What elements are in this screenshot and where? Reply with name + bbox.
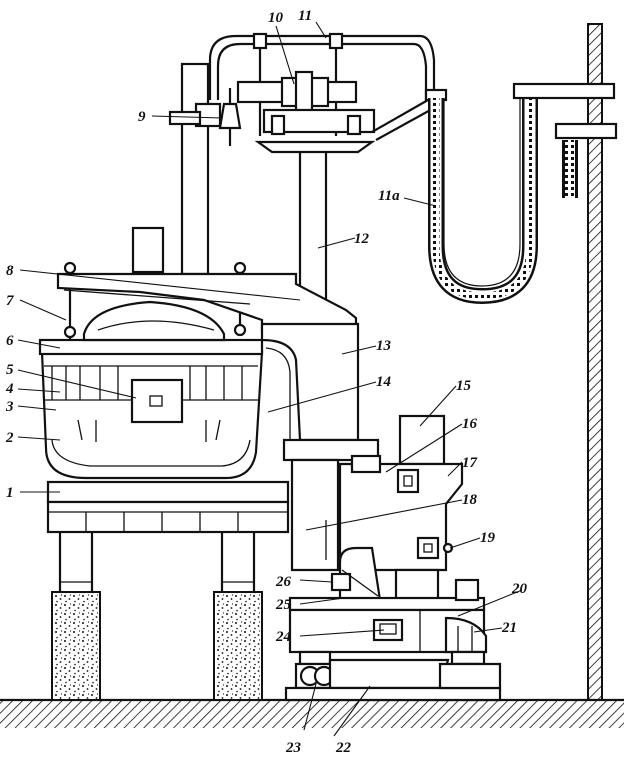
- furnace-shell: [38, 300, 264, 480]
- callout-18: 18: [462, 492, 478, 508]
- travel-carriage: [284, 650, 502, 702]
- callout-8: 8: [6, 263, 14, 279]
- flexible-cable: [428, 98, 578, 305]
- callout-16: 16: [462, 416, 478, 432]
- callout-labels: 1 2 3 4 5 6 7 8 9 10 11 11a 12 13 14 15 …: [5, 8, 528, 756]
- platform: [46, 480, 290, 534]
- callout-19: 19: [480, 530, 496, 546]
- callout-13: 13: [376, 338, 392, 354]
- callout-11a: 11a: [378, 188, 400, 204]
- callout-20: 20: [511, 581, 528, 597]
- callout-25: 25: [275, 597, 292, 613]
- callout-14: 14: [376, 374, 392, 390]
- ground: [0, 698, 624, 728]
- callout-15: 15: [456, 378, 472, 394]
- rotary-drive: [330, 414, 464, 602]
- callout-21: 21: [501, 620, 517, 636]
- callout-17: 17: [462, 455, 478, 471]
- callout-12: 12: [354, 231, 370, 247]
- callout-22: 22: [335, 740, 352, 756]
- support-legs: [58, 532, 256, 592]
- foundation-piers: [51, 591, 263, 701]
- callout-10: 10: [268, 10, 284, 26]
- callout-7: 7: [6, 293, 14, 309]
- callout-4: 4: [5, 381, 14, 397]
- leader-lines: [17, 21, 523, 737]
- callout-5: 5: [6, 362, 14, 378]
- building-column: [512, 23, 618, 701]
- callout-23: 23: [285, 740, 302, 756]
- callout-24: 24: [275, 629, 292, 645]
- upper-mechanism: [168, 32, 448, 154]
- callout-1: 1: [6, 485, 14, 501]
- callout-6: 6: [6, 333, 14, 349]
- callout-2: 2: [5, 430, 14, 446]
- callout-9: 9: [138, 109, 146, 125]
- callout-11: 11: [298, 8, 312, 24]
- callout-3: 3: [5, 399, 14, 415]
- swing-column: [260, 322, 380, 572]
- callout-26: 26: [275, 574, 292, 590]
